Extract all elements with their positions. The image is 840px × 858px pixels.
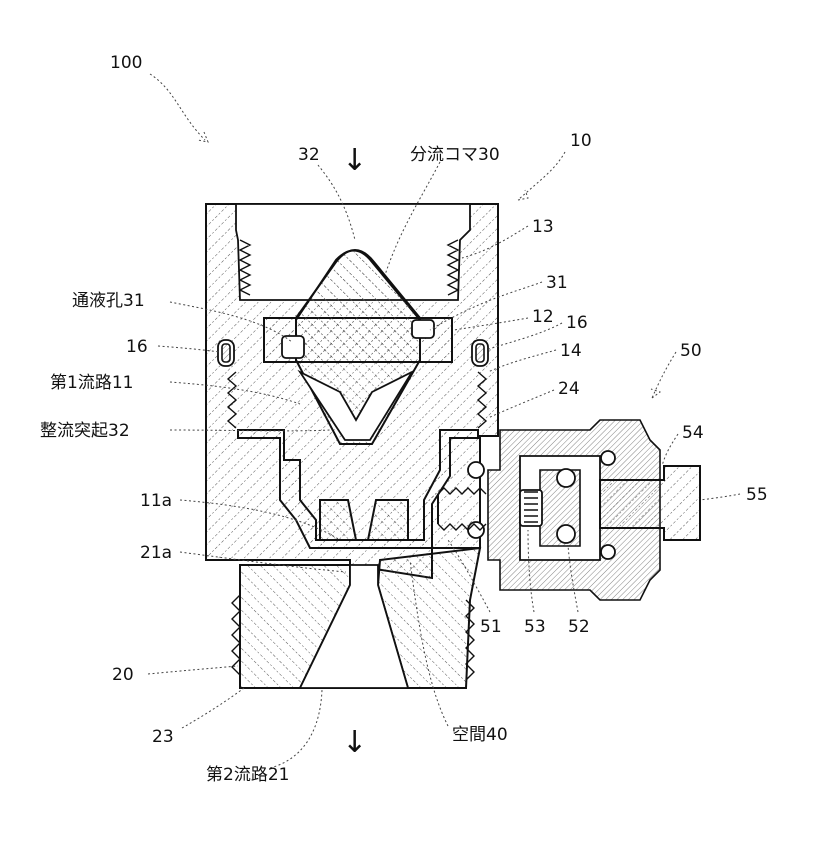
label-54: 54 xyxy=(682,423,704,443)
label-52: 52 xyxy=(568,617,590,637)
flow-arrows: ↓ ↓ xyxy=(342,143,367,760)
nozzle-body-20 xyxy=(231,546,482,689)
label-51: 51 xyxy=(480,617,502,637)
flow-divider-30 xyxy=(263,249,453,445)
label-space-40: 空間40 xyxy=(452,725,508,745)
labels: 100 10 32 分流コマ30 13 31 通液孔31 12 16 16 14… xyxy=(40,53,768,785)
label-20: 20 xyxy=(112,665,134,685)
label-100: 100 xyxy=(110,53,142,73)
label-24: 24 xyxy=(558,379,580,399)
label-rectifying-protrusion-32: 整流突起32 xyxy=(40,421,130,441)
label-flow-divider-30: 分流コマ30 xyxy=(410,145,500,165)
label-32-top: 32 xyxy=(298,145,320,165)
label-16-left: 16 xyxy=(126,337,148,357)
bottom-flow-arrow: ↓ xyxy=(342,725,367,760)
valve-assembly-50 xyxy=(437,419,701,601)
label-liquid-hole-31: 通液孔31 xyxy=(72,291,145,311)
inner-block-11 xyxy=(237,429,479,549)
label-55: 55 xyxy=(746,485,768,505)
o-rings-16 xyxy=(217,339,489,367)
label-first-flow-path-11: 第1流路11 xyxy=(50,373,133,393)
label-10: 10 xyxy=(570,131,592,151)
label-second-flow-path-21: 第2流路21 xyxy=(206,765,289,785)
label-16-right: 16 xyxy=(566,313,588,333)
label-11a: 11a xyxy=(140,491,172,511)
label-53: 53 xyxy=(524,617,546,637)
top-flow-arrow: ↓ xyxy=(342,143,367,178)
leader-lines xyxy=(147,73,741,769)
label-23: 23 xyxy=(152,727,174,747)
label-14: 14 xyxy=(560,341,582,361)
label-50: 50 xyxy=(680,341,702,361)
label-13: 13 xyxy=(532,217,554,237)
body-threads xyxy=(226,371,488,429)
label-31: 31 xyxy=(546,273,568,293)
label-12: 12 xyxy=(532,307,554,327)
label-21a: 21a xyxy=(140,543,172,563)
